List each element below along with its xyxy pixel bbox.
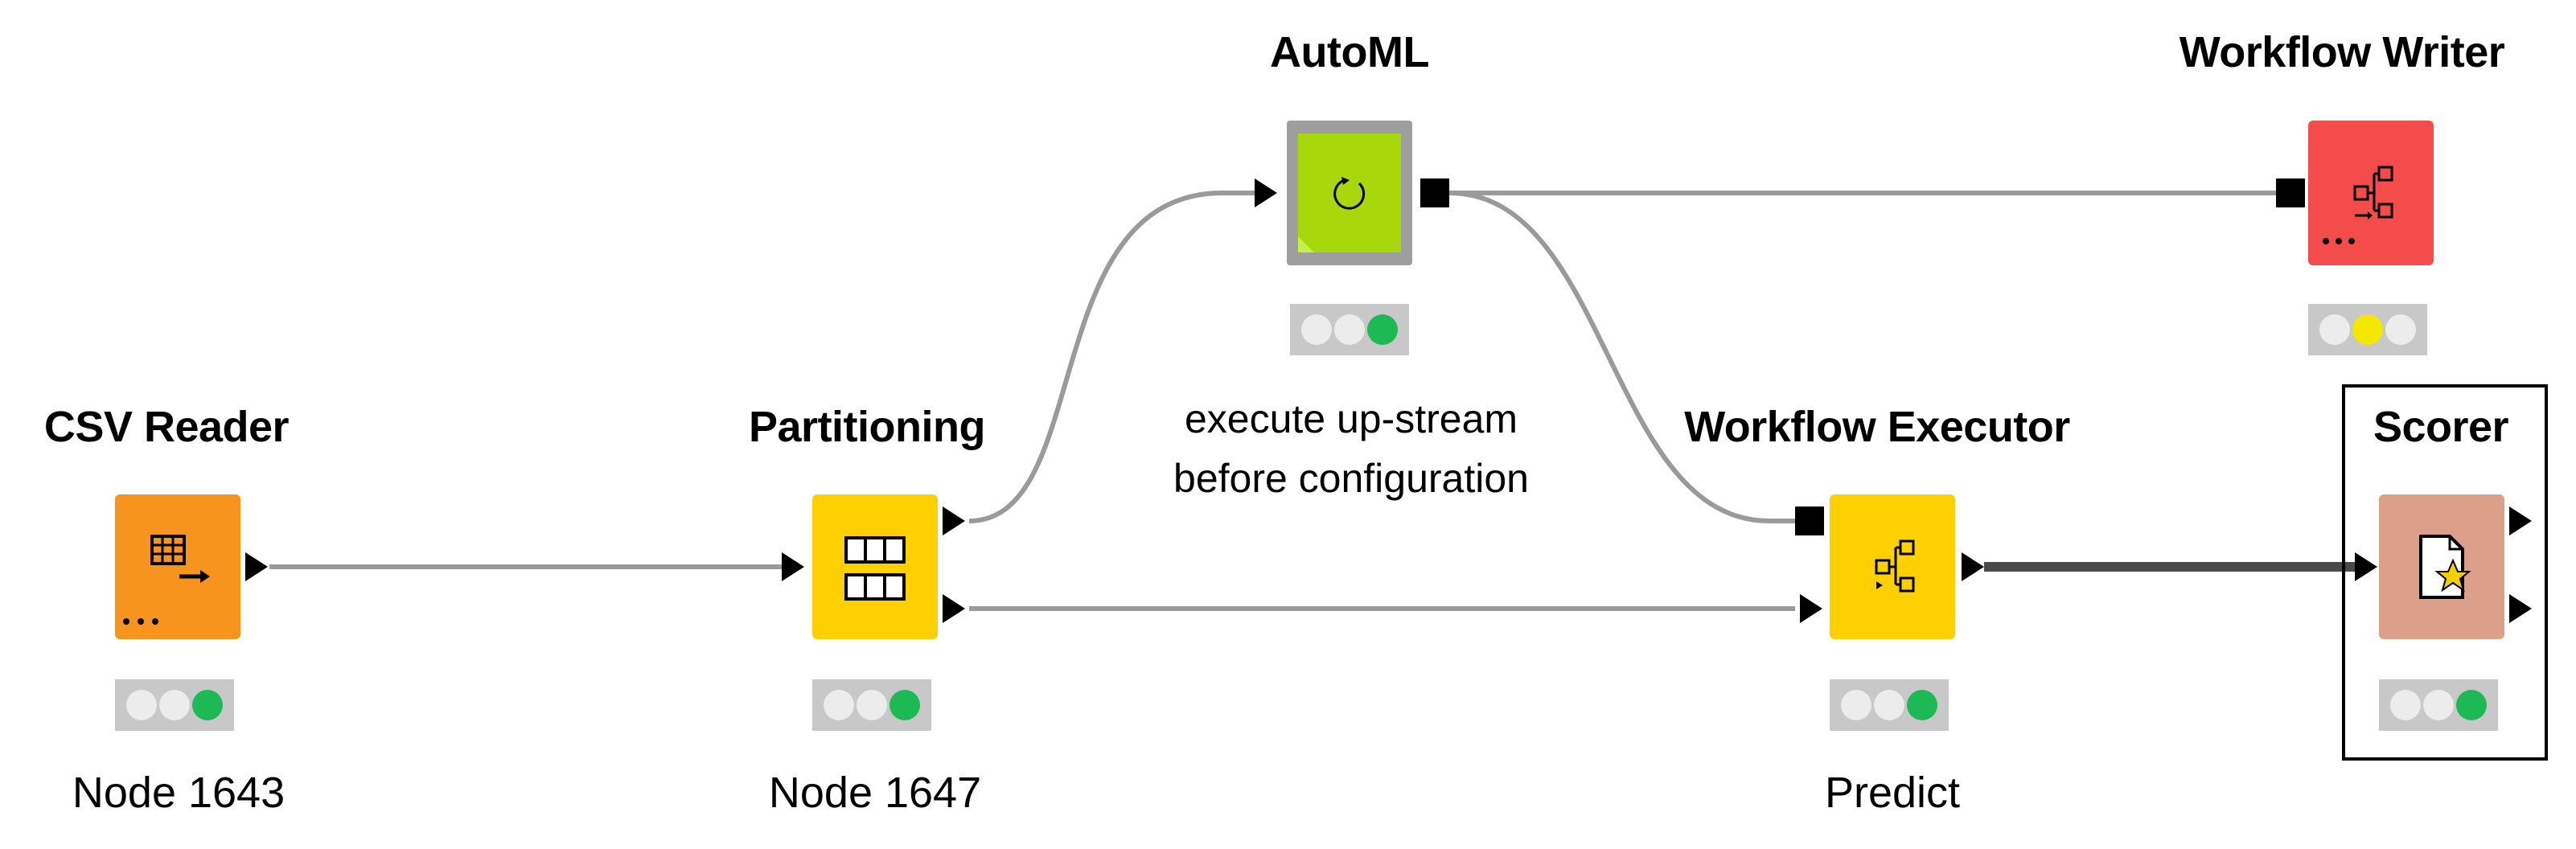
status-light-1: [824, 690, 854, 720]
node-title-scorer: Scorer: [2373, 403, 2509, 451]
scorer-output-port-1[interactable]: [2509, 507, 2532, 535]
node-automl[interactable]: [1287, 121, 1412, 265]
status-light-1: [2390, 690, 2421, 720]
status-light-2: [2352, 314, 2383, 345]
node-csv-reader[interactable]: [115, 494, 240, 639]
automl-output-port[interactable]: [1420, 178, 1449, 207]
status-light-1: [1301, 314, 1332, 345]
node-workflow-executor[interactable]: [1830, 494, 1955, 639]
loop-icon: [1298, 177, 1366, 252]
status-light-1: [2319, 314, 2350, 345]
status-csv-reader: [115, 679, 234, 731]
partitioning-output-port-2[interactable]: [943, 594, 965, 623]
scorer-input-port[interactable]: [2355, 552, 2377, 581]
status-light-3: [2385, 314, 2416, 345]
status-light-3: [192, 690, 223, 720]
status-light-1: [1841, 690, 1871, 720]
status-workflow-writer: [2308, 304, 2427, 355]
workflow-executor-input-port-2[interactable]: [1800, 594, 1822, 623]
partitioning-input-port[interactable]: [782, 552, 804, 581]
annotation-line-2: before configuration: [1173, 456, 1529, 501]
connection-partitioning-to-automl[interactable]: [968, 191, 1255, 523]
node-label-partitioning: Node 1647: [768, 769, 982, 817]
status-partitioning: [812, 679, 931, 731]
status-light-2: [857, 690, 887, 720]
partition-icon: [844, 536, 906, 601]
status-light-3: [889, 690, 920, 720]
status-light-2: [2423, 690, 2454, 720]
connection-automl-to-executor[interactable]: [1448, 191, 1795, 523]
scorer-icon: [2419, 535, 2471, 599]
status-light-2: [1874, 690, 1904, 720]
partitioning-output-port-1[interactable]: [943, 507, 965, 535]
selection-box-scorer: [2342, 384, 2548, 761]
workflow-writer-input-port[interactable]: [2276, 178, 2305, 207]
automl-inner: [1298, 133, 1401, 252]
workflow-execute-icon: [1875, 539, 1915, 593]
automl-annotation: execute up-stream before configuration: [1173, 389, 1529, 508]
status-light-1: [126, 690, 157, 720]
scorer-output-port-2[interactable]: [2509, 594, 2532, 623]
node-scorer[interactable]: [2379, 494, 2504, 639]
node-title-csv-reader: CSV Reader: [43, 403, 290, 451]
csv-reader-output-port[interactable]: [245, 552, 268, 581]
node-title-workflow-executor: Workflow Executor: [1684, 403, 2070, 451]
annotation-line-1: execute up-stream: [1184, 396, 1518, 441]
status-light-2: [1334, 314, 1365, 345]
node-label-workflow-executor: Predict: [1824, 769, 1961, 817]
node-workflow-writer[interactable]: [2308, 121, 2434, 265]
status-light-2: [159, 690, 190, 720]
automl-input-port[interactable]: [1255, 178, 1277, 207]
node-title-workflow-writer: Workflow Writer: [2179, 28, 2505, 76]
workflow-executor-input-port-1[interactable]: [1795, 507, 1824, 535]
status-light-3: [1907, 690, 1937, 720]
workflow-executor-output-port[interactable]: [1962, 552, 1984, 581]
status-light-3: [1367, 314, 1398, 345]
status-workflow-executor: [1830, 679, 1949, 731]
status-automl: [1290, 304, 1409, 355]
table-reader-icon: [123, 535, 210, 625]
node-label-csv-reader: Node 1643: [72, 769, 286, 817]
status-scorer: [2379, 679, 2498, 731]
node-title-partitioning: Partitioning: [749, 403, 985, 451]
status-light-3: [2456, 690, 2487, 720]
node-title-automl: AutoML: [1270, 28, 1429, 76]
workflow-write-icon: [2323, 166, 2393, 244]
node-partitioning[interactable]: [812, 494, 938, 639]
